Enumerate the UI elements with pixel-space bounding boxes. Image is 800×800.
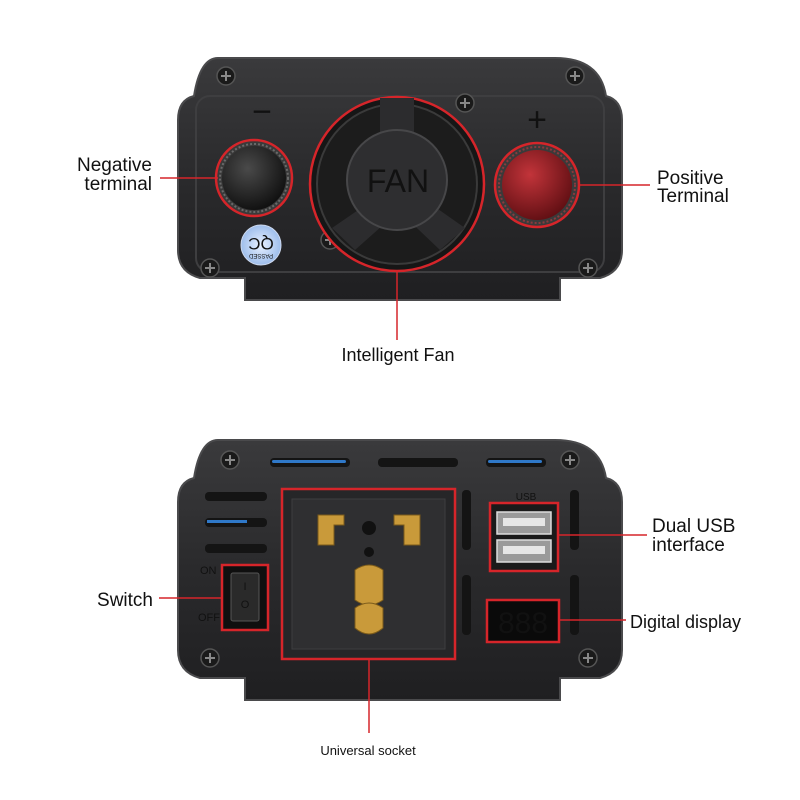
screw-icon: [578, 648, 598, 668]
plus-symbol: +: [527, 101, 547, 139]
screw-icon: [565, 66, 585, 86]
qc-passed-sticker: QC PASSED: [240, 224, 282, 266]
qc-text: QC: [248, 234, 274, 253]
usb-interface-label-2: interface: [652, 535, 725, 556]
screw-icon: [560, 450, 580, 470]
screw-icon: [200, 648, 220, 668]
display-readout: 888: [498, 607, 548, 640]
switch-off-mark: O: [241, 599, 250, 611]
bottom-callouts: Switch Dual USB interface Digital displa…: [97, 516, 741, 758]
top-callouts: Negative terminal Positive Terminal Inte…: [77, 155, 729, 365]
screw-icon: [220, 450, 240, 470]
screw-icon: [578, 258, 598, 278]
usb-ports[interactable]: [488, 501, 560, 573]
qc-passed-text: PASSED: [248, 252, 273, 258]
fan-label: FAN: [367, 163, 429, 199]
digital-display: 888: [485, 598, 561, 644]
switch-label: Switch: [97, 590, 153, 611]
usb-label: USB: [516, 492, 537, 503]
positive-terminal-knob: [493, 141, 581, 229]
negative-terminal-label: Negative: [77, 155, 152, 176]
universal-socket[interactable]: [280, 487, 457, 661]
screw-icon: [216, 66, 236, 86]
fan-grille: FAN: [308, 95, 486, 273]
intelligent-fan-label: Intelligent Fan: [341, 345, 454, 365]
digital-display-label: Digital display: [630, 612, 741, 632]
positive-terminal-label: Positive: [657, 168, 724, 189]
usb-interface-label: Dual USB: [652, 516, 735, 537]
screw-icon: [200, 258, 220, 278]
top-inverter-unit: − + QC PASSED FAN: [177, 57, 623, 301]
switch-on-mark: I: [243, 581, 246, 593]
on-label: ON: [200, 565, 217, 577]
negative-terminal-knob: [214, 138, 294, 218]
screw-icon: [455, 93, 475, 113]
bottom-inverter-unit: ON OFF I O USB: [177, 439, 623, 701]
negative-terminal-label-2: terminal: [84, 174, 152, 195]
universal-socket-label: Universal socket: [320, 743, 416, 758]
power-switch[interactable]: I O: [220, 563, 270, 632]
off-label: OFF: [198, 612, 220, 624]
positive-terminal-label-2: Terminal: [657, 186, 729, 207]
minus-symbol: −: [252, 93, 272, 131]
